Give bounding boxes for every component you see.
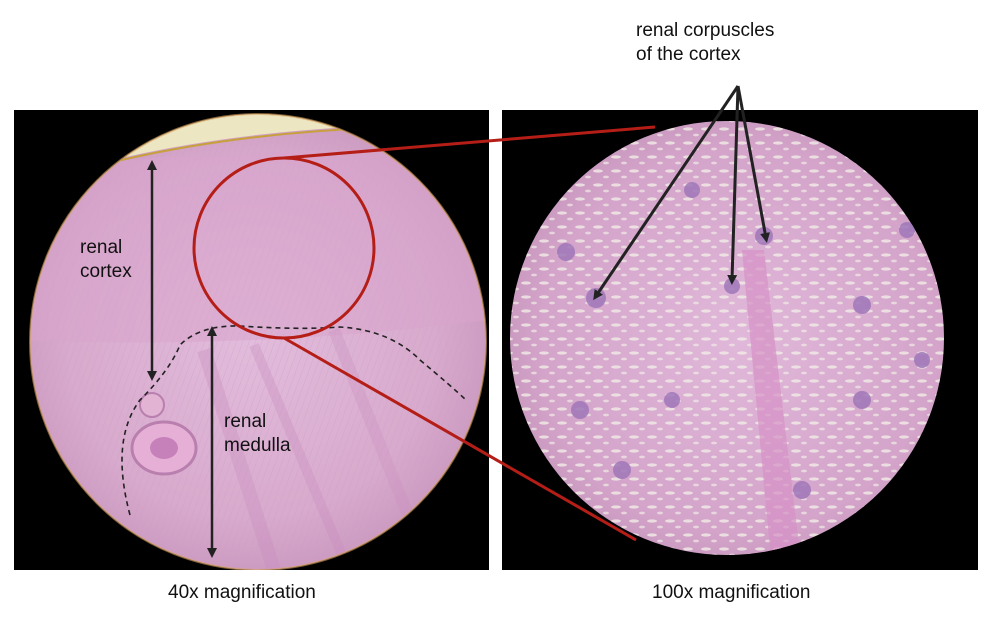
- renal-corpuscles-label-line2: of the cortex: [636, 44, 741, 65]
- caption-100x: 100x magnification: [652, 582, 811, 603]
- micrograph-40x: [14, 110, 489, 570]
- caption-40x: 40x magnification: [168, 582, 316, 603]
- renal-medulla-label-line2: medulla: [224, 435, 291, 456]
- renal-cortex-label-line1: renal: [80, 237, 123, 258]
- renal-corpuscles-label: renal corpuscles of the cortex: [636, 19, 774, 67]
- renal-cortex-label-line2: cortex: [80, 261, 132, 282]
- renal-cortex-label: renal cortex: [80, 236, 132, 284]
- renal-medulla-label: renal medulla: [224, 410, 291, 458]
- renal-corpuscles-label-line1: renal corpuscles: [636, 20, 775, 41]
- renal-medulla-label-line1: renal: [224, 411, 267, 432]
- micrograph-100x: [502, 110, 978, 570]
- micrograph-40x-image: [29, 113, 487, 570]
- micrograph-100x-image: [510, 121, 944, 555]
